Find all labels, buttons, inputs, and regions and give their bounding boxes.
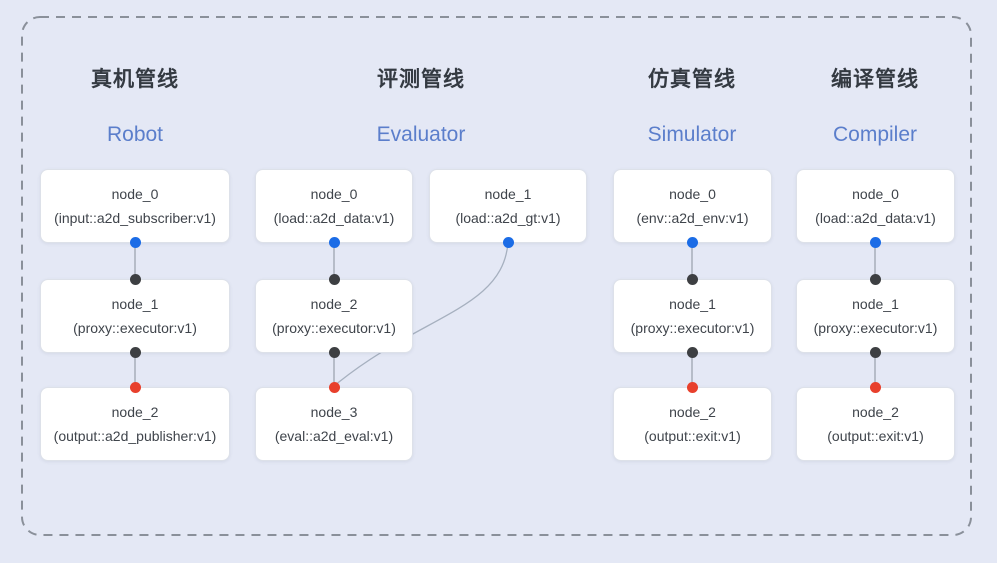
node-type: (load::a2d_data:v1) [815,210,936,226]
output-port-dot[interactable] [687,347,698,358]
pipeline-subtitle-simulator: Simulator [647,123,737,146]
node-eval-3[interactable]: node_3 (eval::a2d_eval:v1) [255,382,413,461]
node-type: (input::a2d_subscriber:v1) [54,210,216,226]
node-name: node_2 [111,404,159,420]
node-sim-1[interactable]: node_1 (proxy::executor:v1) [613,274,772,358]
output-port-dot[interactable] [870,347,881,358]
output-port-dot[interactable] [129,347,141,358]
node-name: node_0 [310,186,358,202]
node-sim-0[interactable]: node_0 (env::a2d_env:v1) [613,169,772,248]
node-name: node_1 [852,296,899,312]
output-port-dot[interactable] [328,237,340,248]
node-name: node_2 [669,404,716,420]
node-eval-0[interactable]: node_0 (load::a2d_data:v1) [255,169,413,248]
output-port-dot[interactable] [502,237,514,248]
node-name: node_1 [484,186,532,202]
node-comp-0[interactable]: node_0 (load::a2d_data:v1) [796,169,955,248]
node-name: node_0 [852,186,899,202]
output-port-dot[interactable] [687,237,698,248]
node-type: (proxy::executor:v1) [630,320,755,336]
input-port-dot[interactable] [870,274,881,285]
pipeline-title-simulator: 仿真管线 [648,68,736,91]
dashed-boundary [21,16,972,536]
node-type: (proxy::executor:v1) [813,320,938,336]
pipeline-subtitle-evaluator: Evaluator [376,123,466,146]
output-port-dot[interactable] [870,237,881,248]
node-comp-1[interactable]: node_1 (proxy::executor:v1) [796,274,955,358]
pipeline-title-compiler: 编译管线 [831,68,919,91]
node-type: (output::exit:v1) [644,428,741,444]
node-type: (eval::a2d_eval:v1) [274,428,394,444]
node-type: (output::a2d_publisher:v1) [53,428,217,444]
pipeline-title-robot: 真机管线 [91,68,179,91]
node-type: (env::a2d_env:v1) [636,210,749,226]
input-port-dot[interactable] [129,274,141,285]
node-type: (output::exit:v1) [827,428,924,444]
pipeline-subtitle-robot: Robot [106,123,164,146]
node-robot-0[interactable]: node_0 (input::a2d_subscriber:v1) [40,169,230,248]
node-name: node_3 [310,404,358,420]
node-name: node_0 [669,186,716,202]
node-eval-1[interactable]: node_1 (load::a2d_gt:v1) [429,169,587,248]
node-name: node_0 [111,186,159,202]
node-type: (proxy::executor:v1) [73,320,197,336]
node-eval-2[interactable]: node_2 (proxy::executor:v1) [255,274,413,358]
node-robot-2[interactable]: node_2 (output::a2d_publisher:v1) [40,382,230,461]
node-robot-1[interactable]: node_1 (proxy::executor:v1) [40,274,230,358]
node-name: node_1 [111,296,159,312]
output-port-dot[interactable] [129,237,141,248]
input-port-dot[interactable] [328,274,340,285]
output-port-dot[interactable] [328,347,340,358]
input-port-dot[interactable] [870,382,881,393]
input-port-dot[interactable] [129,382,141,393]
edge-eval-1-3-curve [333,242,509,387]
input-port-dot[interactable] [687,382,698,393]
pipeline-title-evaluator: 评测管线 [377,68,465,91]
node-comp-2[interactable]: node_2 (output::exit:v1) [796,382,955,461]
node-sim-2[interactable]: node_2 (output::exit:v1) [613,382,772,461]
node-name: node_1 [669,296,716,312]
input-port-dot[interactable] [687,274,698,285]
input-port-dot[interactable] [328,382,340,393]
pipeline-subtitle-compiler: Compiler [832,123,918,146]
node-name: node_2 [310,296,358,312]
node-type: (proxy::executor:v1) [272,320,396,336]
node-type: (load::a2d_data:v1) [273,210,395,226]
node-type: (load::a2d_gt:v1) [455,210,561,226]
node-name: node_2 [852,404,899,420]
